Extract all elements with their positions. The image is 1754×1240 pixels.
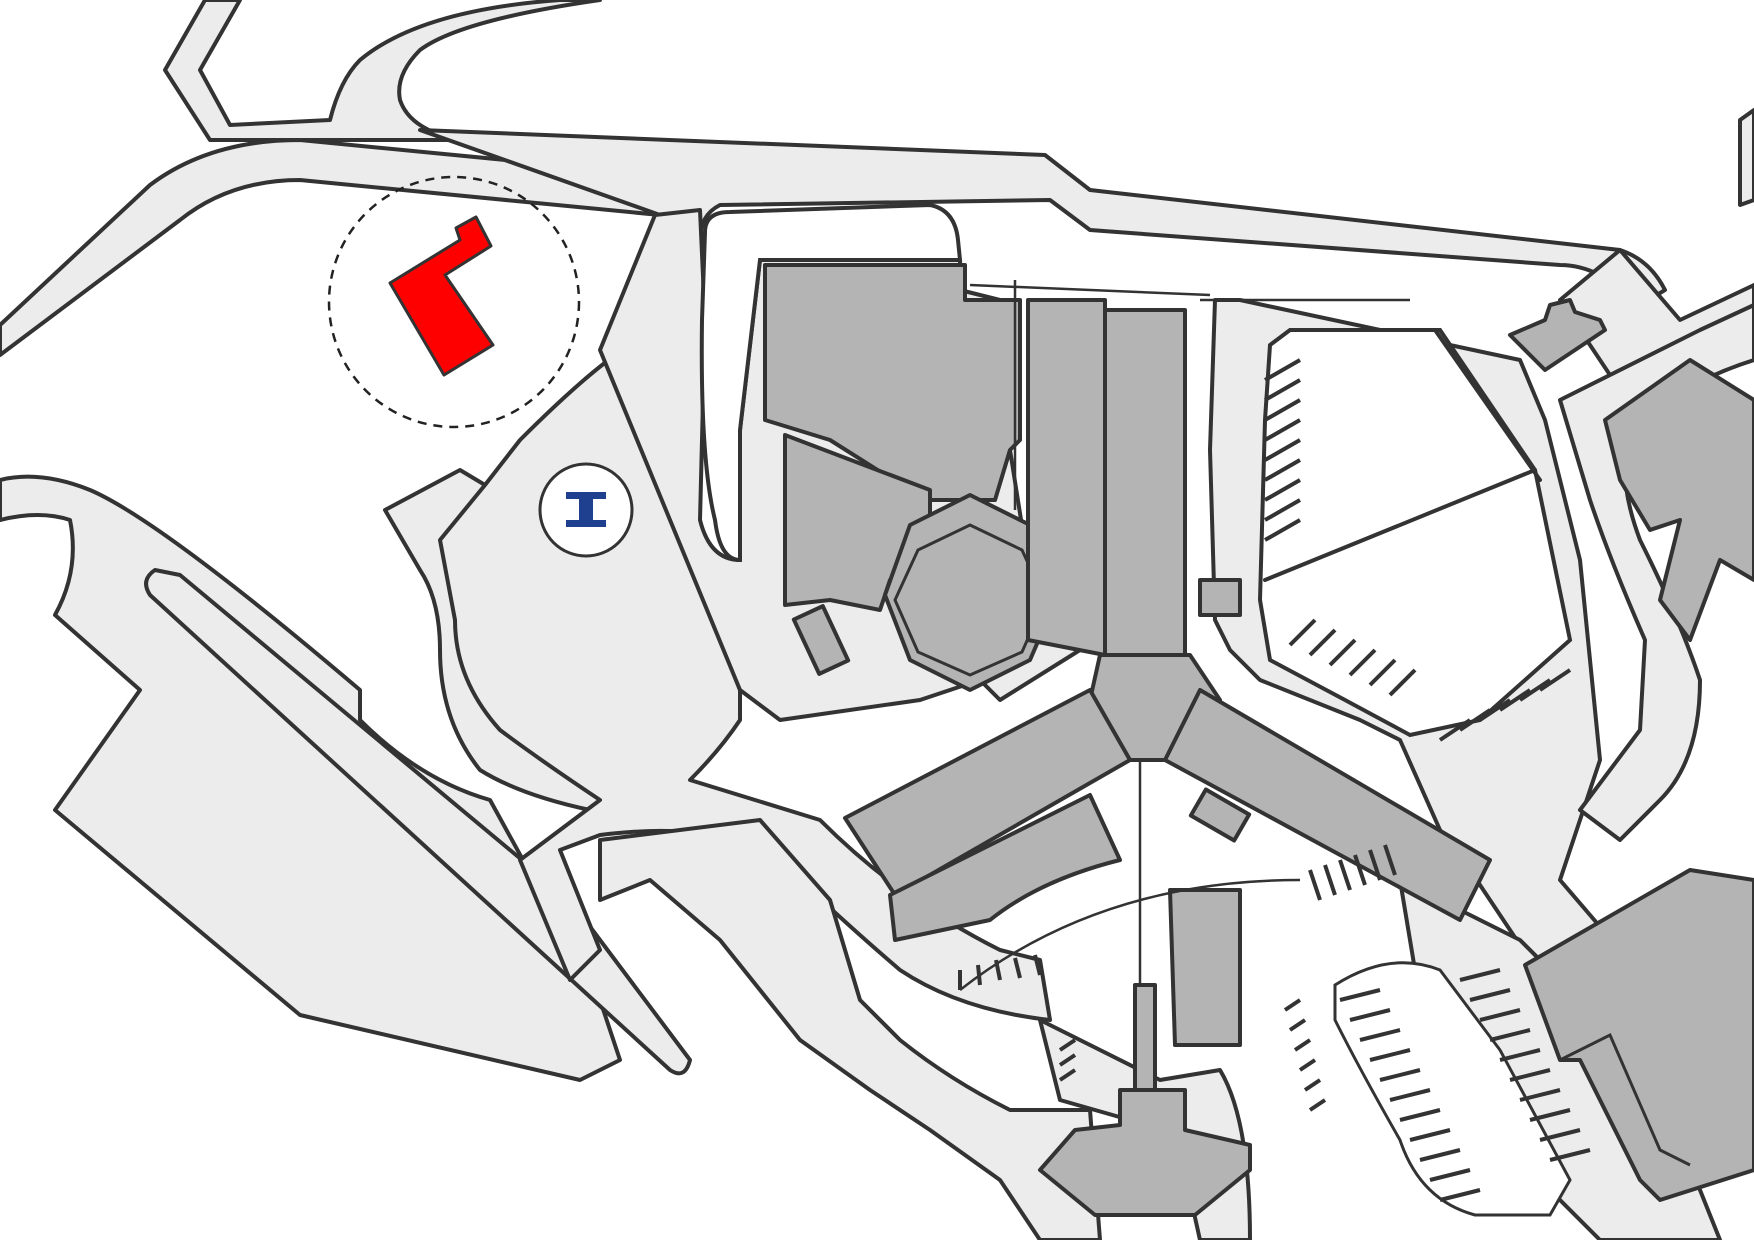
open-spaces (699, 202, 963, 563)
highlight-ring (327, 175, 581, 429)
building-small-center (1188, 787, 1252, 843)
building-northeast-small (1508, 298, 1607, 372)
parking-stalls (958, 358, 1591, 1202)
building-north-block (763, 263, 1022, 502)
buildings (763, 263, 1754, 1217)
building-east-lower (1523, 868, 1754, 1202)
lot-west (0, 474, 622, 1082)
highlighted-building-marker[interactable] (327, 175, 581, 429)
stalls-east-diagonal (1438, 668, 1572, 742)
cross-road-east-lot-2 (1433, 328, 1542, 482)
stalls-south-small (1058, 1038, 1077, 1082)
stalls-south-center (1283, 998, 1327, 1112)
building-wing-southwest-annex (888, 793, 1122, 942)
stalls-east-bottom (1288, 618, 1417, 697)
helipad-icon (566, 492, 606, 527)
building-north-tower-right (1103, 308, 1187, 657)
building-north-tower-left (1026, 298, 1107, 657)
lawn-north-center (699, 202, 963, 563)
road-north-loop (163, 0, 602, 142)
road-southeast-inner (1333, 961, 1572, 1217)
stalls-east-column (1264, 358, 1301, 542)
helipad-marker[interactable] (538, 462, 634, 558)
building-south-block (1168, 888, 1242, 1047)
lot-west-median (144, 568, 692, 1076)
corridor-line-north (969, 283, 1211, 297)
building-wing-southeast (1163, 688, 1492, 922)
highlighted-building-icon[interactable] (388, 215, 495, 377)
building-south-corridor (1133, 983, 1157, 1092)
stalls-center-east (1308, 844, 1397, 901)
building-wing-southwest (843, 688, 1132, 897)
stalls-southeast (1339, 988, 1481, 1202)
building-small-east (1198, 578, 1242, 617)
road-east-edge (1738, 108, 1754, 207)
stalls-southwest-arc (958, 954, 1042, 990)
road-southwest (598, 818, 1102, 1240)
cross-road-east-lot (1263, 468, 1537, 582)
building-east-lower-inner (1559, 1032, 1691, 1167)
stalls-southeast-outer (1459, 968, 1591, 1162)
building-south-entry (1038, 1088, 1252, 1217)
building-east-upper (1603, 358, 1754, 642)
building-small-south (791, 604, 851, 676)
lot-east-inner (1257, 328, 1573, 738)
